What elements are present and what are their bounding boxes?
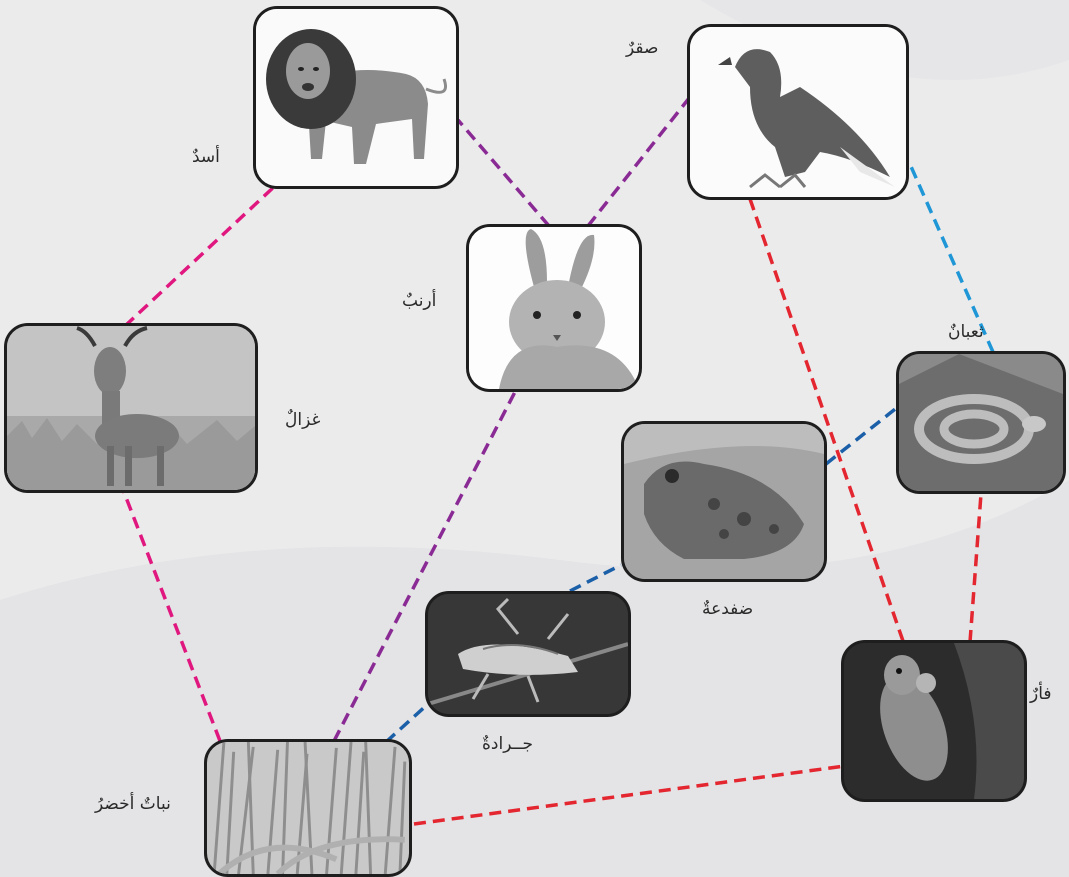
gazelle-card [4,323,258,493]
plant-card [204,739,412,877]
link-rabbit-lion [456,118,551,228]
snake-image [899,354,1063,491]
link-frog-snake [824,404,901,466]
frog-image [624,424,824,579]
link-plant-rabbit [332,389,518,742]
mouse-label: فأرٌ [1030,684,1052,704]
plant-label: نباتٌ أخضرُ [95,794,171,814]
grasshopper-image [428,594,628,714]
plant-image [209,742,407,874]
grasshopper-card [425,591,631,717]
rabbit-card [466,224,642,392]
link-rabbit-hawk [586,95,692,228]
lion-card [253,6,459,189]
frog-card [621,421,827,582]
link-grasshopper-frog [569,563,622,593]
link-plant-grasshopper [384,702,430,744]
link-mouse-hawk [748,198,905,642]
gazelle-label: غزالٌ [285,410,321,430]
lion-label: أسدٌ [192,147,220,167]
link-gazelle-lion [123,183,278,328]
grasshopper-label: جــرادةٌ [482,734,534,754]
hawk-image [690,27,906,197]
link-plant-mouse [413,764,846,826]
snake-label: ثعبانٌ [948,322,984,342]
lion-image [256,9,456,186]
rabbit-label: أرنبٌ [402,291,437,311]
gazelle-image [7,326,255,490]
link-plant-gazelle [120,486,222,742]
link-snake-hawk [907,161,995,353]
mouse-image [844,643,1024,799]
frog-label: ضفدعةٌ [702,599,754,619]
hawk-label: صقرٌ [626,38,659,58]
snake-card [896,351,1066,494]
rabbit-image [469,227,639,389]
link-mouse-snake [968,493,983,643]
hawk-card [687,24,909,200]
mouse-card [841,640,1027,802]
